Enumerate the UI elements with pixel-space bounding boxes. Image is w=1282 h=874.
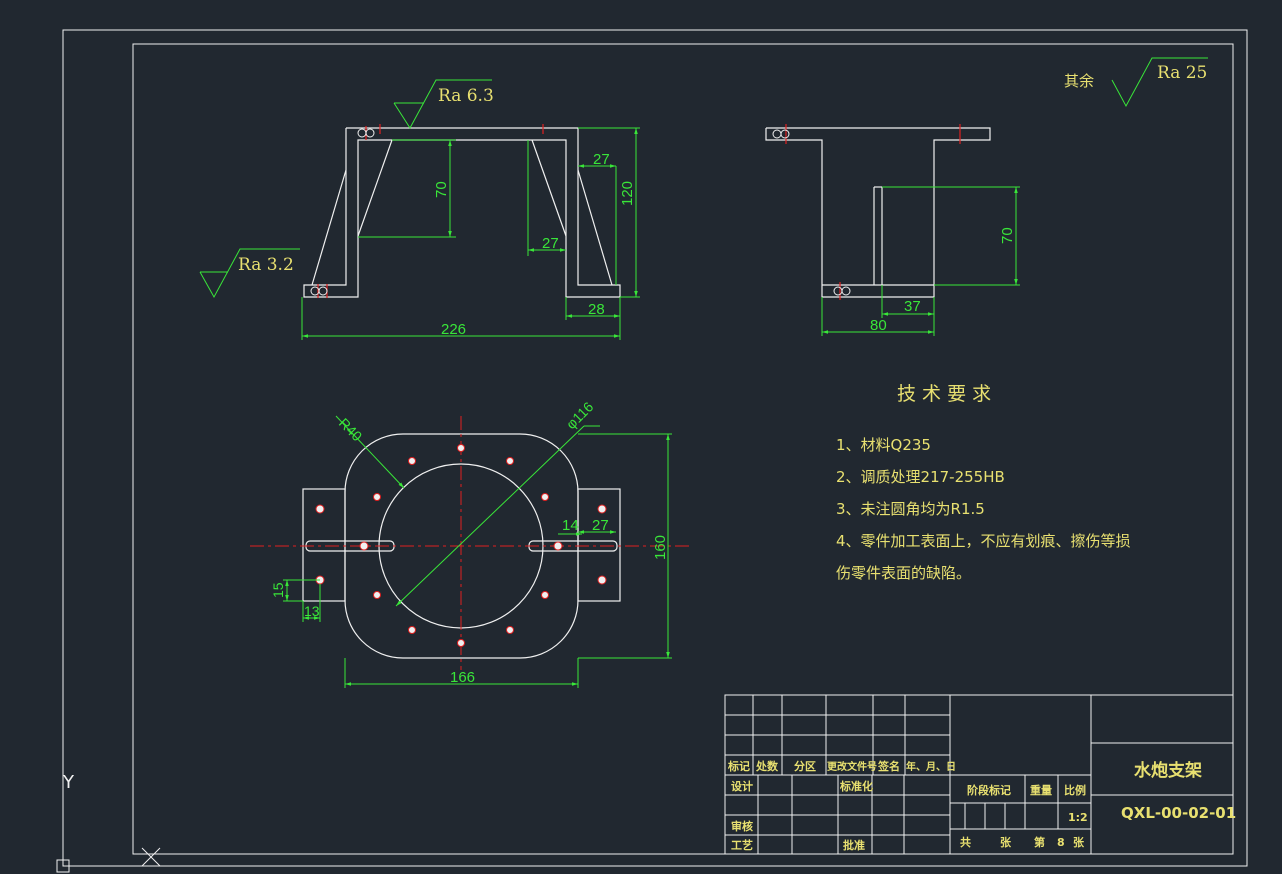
plan-dimension-lines (283, 415, 672, 688)
side-dim-70: 70 (999, 227, 1016, 244)
tech-req-item: 1、材料Q235 (836, 436, 931, 454)
tech-req-item: 4、零件加工表面上，不应有划痕、擦伤等损 (836, 532, 1131, 550)
tb-approve: 批准 (843, 838, 865, 852)
tb-design: 设计 (731, 779, 753, 793)
tb-h-sign: 签名 (877, 759, 900, 773)
front-dim-28: 28 (588, 301, 605, 318)
side-dimension-lines (821, 186, 1020, 336)
front-dim-120: 120 (619, 181, 636, 206)
ra-general-label: Ra 25 (1157, 63, 1207, 83)
plan-dim-166: 166 (450, 669, 475, 686)
tb-h-zone: 分区 (794, 759, 816, 773)
front-dim-70: 70 (433, 181, 450, 198)
side-view: 70 37 80 (765, 124, 1020, 336)
side-weld-marks (785, 124, 961, 300)
ucs-icon (56, 792, 161, 873)
ra-top-symbol (393, 79, 492, 129)
front-dimension-lines (301, 127, 640, 340)
ra-top-label: Ra 6.3 (438, 86, 494, 106)
front-weld-marks (317, 124, 544, 298)
tb-stage: 阶段标记 (967, 783, 1011, 797)
sheet-borders (62, 29, 1248, 867)
tb-sheets: 张 (1000, 835, 1012, 849)
tb-weight: 重量 (1030, 783, 1052, 797)
tb-sheet-no: 第 (1034, 835, 1045, 849)
plan-centerlines (250, 416, 690, 670)
tb-sheets2: 张 (1073, 835, 1085, 849)
tb-part-name: 水炮支架 (1134, 760, 1202, 781)
plan-view: R40 φ116 14 27 160 15 13 166 (250, 398, 690, 688)
ra-side-label: Ra 3.2 (238, 255, 294, 275)
tb-h-mark: 标记 (727, 759, 750, 773)
tb-h-change: 更改文件号 (827, 760, 877, 773)
tb-total: 共 (960, 835, 971, 849)
tb-drawing-no: QXL-00-02-01 (1121, 804, 1236, 822)
outer-border (62, 29, 1248, 867)
tb-scale-label: 比例 (1064, 783, 1086, 797)
ucs-y-label: Y (62, 772, 75, 793)
inner-border (132, 43, 1234, 855)
tb-scale-value: 1:2 (1068, 811, 1088, 824)
front-dim-27-top: 27 (593, 151, 610, 168)
technical-requirements: 技 术 要 求 1、材料Q235 2、调质处理217-255HB 3、未注圆角均… (836, 383, 1131, 582)
side-dim-37: 37 (904, 298, 921, 315)
other-finish-label: 其余 (1064, 72, 1094, 90)
plan-dim-27: 27 (592, 517, 609, 534)
plan-dim-14: 14 (562, 517, 579, 534)
title-block: 标记 处数 分区 更改文件号 签名 年、月、日 设计 标准化 审核 工艺 批准 … (724, 694, 1236, 855)
plan-bolt-holes (315, 444, 607, 647)
tb-process: 工艺 (731, 838, 753, 852)
tech-req-item: 2、调质处理217-255HB (836, 468, 1005, 486)
plan-dim-160: 160 (652, 535, 669, 560)
plan-dim-13: 13 (304, 603, 320, 619)
side-dim-80: 80 (870, 317, 887, 334)
tb-sheet-num: 8 (1057, 836, 1065, 849)
front-dim-226: 226 (441, 321, 466, 338)
plan-dim-phi116: φ116 (563, 398, 597, 432)
tb-standard: 标准化 (839, 779, 873, 793)
plan-dim-r40: R40 (336, 415, 366, 445)
front-view: Ra 6.3 Ra 3.2 70 27 120 27 28 (199, 79, 640, 340)
tb-review: 审核 (731, 819, 753, 833)
tech-req-item: 3、未注圆角均为R1.5 (836, 500, 985, 518)
front-dim-27-inner: 27 (542, 235, 559, 252)
tech-req-item: 伤零件表面的缺陷。 (836, 564, 971, 582)
side-view-outline (765, 127, 991, 298)
plan-dim-15: 15 (270, 582, 286, 598)
tech-req-title: 技 术 要 求 (897, 383, 991, 405)
front-weld-symbols (310, 128, 375, 296)
surface-finish-general: 其余 Ra 25 (1064, 57, 1208, 108)
tb-h-count: 处数 (755, 759, 779, 773)
ra-side-symbol (199, 248, 300, 299)
tb-h-date: 年、月、日 (906, 760, 956, 773)
front-view-outline (303, 127, 621, 298)
